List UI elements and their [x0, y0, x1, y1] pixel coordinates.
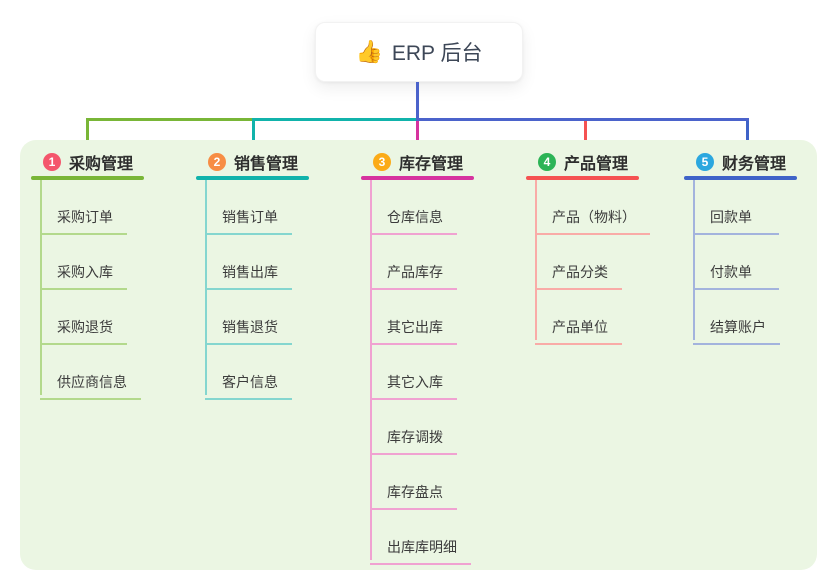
child-node-label: 回款单 [710, 209, 752, 225]
child-node-label: 采购入库 [57, 264, 113, 280]
drop-line-product [584, 118, 587, 148]
drop-line-purchase [86, 118, 89, 148]
root-node-label: ERP 后台 [391, 42, 483, 65]
branch-title-label: 财务管理 [722, 156, 787, 173]
branch-sales-title[interactable]: 2 销售管理 [196, 150, 309, 174]
child-node[interactable]: 采购退货 [40, 290, 127, 345]
child-node-label: 其它出库 [387, 319, 443, 335]
child-node[interactable]: 销售出库 [205, 235, 292, 290]
child-node-label: 库存盘点 [387, 484, 443, 500]
child-node-label: 产品（物料） [552, 209, 636, 225]
branch-underline [196, 176, 309, 180]
drop-line-sales [252, 118, 255, 148]
child-node-label: 销售出库 [222, 264, 278, 280]
branch-number-badge: 5 [696, 153, 714, 171]
branch-purchase: 1 采购管理 采购订单 采购入库 采购退货 供应商信息 [31, 150, 144, 400]
branch-children: 仓库信息 产品库存 其它出库 其它入库 库存调拨 库存盘点 出库库明细 [370, 180, 474, 565]
branch-title-label: 产品管理 [564, 156, 629, 173]
child-node-label: 仓库信息 [387, 209, 443, 225]
root-stem-line [416, 82, 419, 119]
connector-segment-blue [416, 118, 749, 121]
child-node[interactable]: 产品分类 [535, 235, 622, 290]
child-node-label: 供应商信息 [57, 374, 127, 390]
child-node[interactable]: 供应商信息 [40, 345, 141, 400]
child-node[interactable]: 付款单 [693, 235, 779, 290]
branch-number-badge: 4 [538, 153, 556, 171]
branch-finance: 5 财务管理 回款单 付款单 结算账户 [684, 150, 797, 345]
child-node-label: 客户信息 [222, 374, 278, 390]
child-node-label: 其它入库 [387, 374, 443, 390]
child-node[interactable]: 采购入库 [40, 235, 127, 290]
child-node-label: 产品分类 [552, 264, 608, 280]
child-node[interactable]: 产品单位 [535, 290, 622, 345]
child-node[interactable]: 库存调拨 [370, 400, 457, 455]
thumbs-up-icon: 👍 [355, 39, 383, 64]
child-node[interactable]: 采购订单 [40, 180, 127, 235]
branch-underline [526, 176, 639, 180]
branch-vertical-line [370, 180, 372, 560]
branch-children: 采购订单 采购入库 采购退货 供应商信息 [40, 180, 144, 400]
branch-number-badge: 1 [43, 153, 61, 171]
drop-line-inventory [416, 118, 419, 148]
child-node-label: 出库库明细 [387, 539, 457, 555]
child-node-label: 采购订单 [57, 209, 113, 225]
branch-sales: 2 销售管理 销售订单 销售出库 销售退货 客户信息 [196, 150, 309, 400]
child-node[interactable]: 其它入库 [370, 345, 457, 400]
branch-title-label: 采购管理 [69, 156, 134, 173]
connector-segment-green [86, 118, 253, 121]
child-node[interactable]: 出库库明细 [370, 510, 471, 565]
branch-finance-title[interactable]: 5 财务管理 [684, 150, 797, 174]
branches-panel [20, 140, 817, 570]
child-node[interactable]: 仓库信息 [370, 180, 457, 235]
branch-vertical-line [693, 180, 695, 340]
child-node[interactable]: 产品库存 [370, 235, 457, 290]
branch-children: 回款单 付款单 结算账户 [693, 180, 797, 345]
connector-segment-teal [252, 118, 417, 121]
child-node[interactable]: 回款单 [693, 180, 779, 235]
branch-title-label: 库存管理 [399, 156, 464, 173]
branch-children: 产品（物料） 产品分类 产品单位 [535, 180, 650, 345]
child-node-label: 库存调拨 [387, 429, 443, 445]
branch-inventory-title[interactable]: 3 库存管理 [361, 150, 474, 174]
branch-underline [31, 176, 144, 180]
branch-underline [361, 176, 474, 180]
child-node-label: 采购退货 [57, 319, 113, 335]
child-node-label: 销售退货 [222, 319, 278, 335]
branch-product: 4 产品管理 产品（物料） 产品分类 产品单位 [526, 150, 650, 345]
child-node[interactable]: 客户信息 [205, 345, 292, 400]
child-node-label: 结算账户 [710, 319, 766, 335]
branch-product-title[interactable]: 4 产品管理 [526, 150, 639, 174]
drop-line-finance [746, 118, 749, 148]
child-node-label: 产品库存 [387, 264, 443, 280]
child-node[interactable]: 结算账户 [693, 290, 780, 345]
child-node-label: 付款单 [710, 264, 752, 280]
child-node-label: 销售订单 [222, 209, 278, 225]
branch-inventory: 3 库存管理 仓库信息 产品库存 其它出库 其它入库 库存调拨 库存盘点 出库库… [361, 150, 474, 565]
child-node[interactable]: 库存盘点 [370, 455, 457, 510]
branch-vertical-line [205, 180, 207, 395]
branch-children: 销售订单 销售出库 销售退货 客户信息 [205, 180, 309, 400]
branch-number-badge: 3 [373, 153, 391, 171]
branch-purchase-title[interactable]: 1 采购管理 [31, 150, 144, 174]
child-node[interactable]: 其它出库 [370, 290, 457, 345]
child-node[interactable]: 销售退货 [205, 290, 292, 345]
branch-number-badge: 2 [208, 153, 226, 171]
branch-title-label: 销售管理 [234, 156, 299, 173]
branch-vertical-line [40, 180, 42, 395]
child-node[interactable]: 产品（物料） [535, 180, 650, 235]
child-node[interactable]: 销售订单 [205, 180, 292, 235]
child-node-label: 产品单位 [552, 319, 608, 335]
root-node[interactable]: 👍 ERP 后台 [315, 22, 523, 82]
branch-vertical-line [535, 180, 537, 340]
branch-underline [684, 176, 797, 180]
